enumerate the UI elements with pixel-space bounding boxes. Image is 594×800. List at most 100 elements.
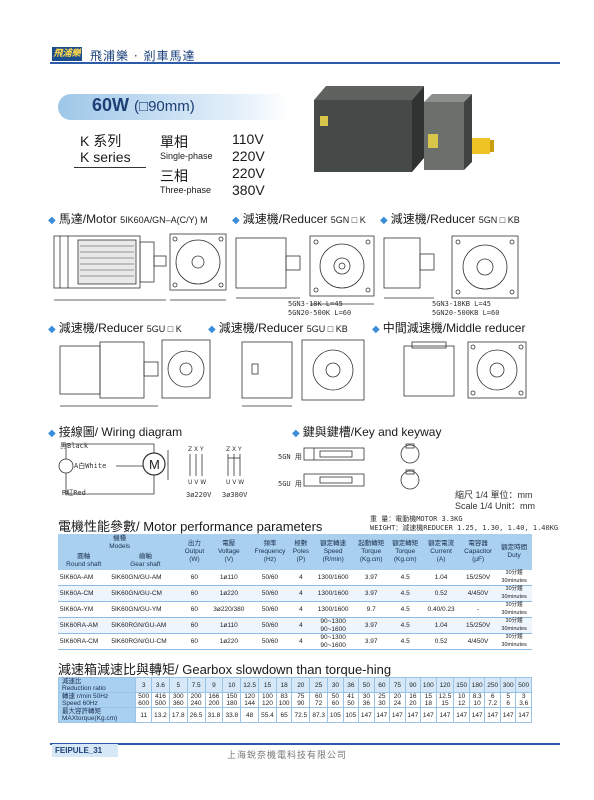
section-motor: ◆馬達/Motor 5IK60A/GN–A(C/Y) M xyxy=(48,212,208,226)
ratio-cell: 15 xyxy=(258,677,277,693)
performance-cell: 3.97 xyxy=(354,633,389,650)
performance-cell: 5IK60GN/GU-CM xyxy=(109,585,182,602)
torque-cell: 147 xyxy=(373,707,391,723)
ratio-cell: 3.6 xyxy=(150,677,170,693)
performance-cell: 0.52 xyxy=(422,633,460,650)
th-gear-shaft: 齒軸 Gear shaft xyxy=(109,552,182,570)
reducer-gu-k-drawing xyxy=(59,339,211,407)
torque-cell: 17.8 xyxy=(168,707,188,723)
performance-cell: 50/60 xyxy=(250,585,290,602)
performance-cell: 1ø220 xyxy=(207,633,251,650)
brand-title: 飛浦樂 · 剎車馬達 xyxy=(90,49,196,63)
kb-length-2: 5GN20-500KB L=60 xyxy=(432,309,500,317)
reducer-gu-kb-drawing xyxy=(241,339,365,407)
model-power: 60W xyxy=(92,95,130,115)
performance-cell: 4 xyxy=(289,585,313,602)
performance-cell: 4.5 xyxy=(388,617,423,634)
torque-cell: 105 xyxy=(342,707,360,723)
performance-cell: 5IK60GN/GU-AM xyxy=(109,570,182,586)
ratio-cell: 25 xyxy=(309,677,329,693)
performance-cell: 30分鐘 30minutes xyxy=(496,585,532,602)
performance-cell: 4.5 xyxy=(388,570,423,586)
performance-cell: 1ø110 xyxy=(207,570,251,586)
section-reducer-gu-k: ◆減速機/Reducer 5GU □ K xyxy=(48,321,182,335)
key-keyway-drawing xyxy=(303,443,420,490)
performance-cell: 5IK60A-AM xyxy=(58,570,110,586)
torque-cell: 87.3 xyxy=(309,707,329,723)
performance-cell: 5IK60RGN/GU-AM xyxy=(109,617,182,634)
th-current: 額定電流 Current (A) xyxy=(422,534,460,570)
model-title: 60W (□90mm) xyxy=(92,95,195,116)
section-middle-reducer: ◆中間減速機/Middle reducer xyxy=(372,321,526,335)
ratio-cell: 18 xyxy=(275,677,293,693)
torque-cell: 147 xyxy=(515,707,532,723)
svg-text:U V W: U V W xyxy=(226,479,244,486)
ratio-cell: 75 xyxy=(389,677,406,693)
ratio-cell: 36 xyxy=(342,677,360,693)
speed-cell: 60 72 xyxy=(309,692,329,708)
key-5gn-label: 5GN 用 xyxy=(278,453,302,461)
kb-length-1: 5GN3-18KB L=45 xyxy=(432,300,492,308)
performance-cell: 60 xyxy=(181,601,208,618)
speed-cell: 83 100 xyxy=(275,692,293,708)
performance-cell: 4/450V xyxy=(459,633,497,650)
performance-cell: 60 xyxy=(181,585,208,602)
scale-note: 縮尺 1/4 單位：mm Scale 1/4 Unit：mm xyxy=(455,490,535,512)
wire-black-label: 黑Black xyxy=(60,442,89,450)
ratio-cell: 50 xyxy=(358,677,375,693)
ratio-cell: 5 xyxy=(168,677,188,693)
performance-table: 機種 Models 出力 Output (W) 電壓 Voltage (V) 頻… xyxy=(58,534,532,650)
performance-cell: 1.04 xyxy=(422,570,460,586)
torque-cell: 147 xyxy=(499,707,517,723)
th-frequency: 頻率 Frequency (Hz) xyxy=(250,534,290,570)
th-voltage: 電壓 Voltage (V) xyxy=(207,534,251,570)
speed-cell: 20 24 xyxy=(389,692,406,708)
performance-cell: 1300/1600 xyxy=(312,585,355,602)
header-rule xyxy=(50,46,560,64)
speed-cell: 500 600 xyxy=(135,692,152,708)
k-length-2: 5GN20-500K L=60 xyxy=(288,309,352,317)
weight-line-1: 重 量：電動機MOTOR 3.3KG xyxy=(370,515,463,523)
footer-rule xyxy=(50,743,560,745)
torque-cell: 65 xyxy=(275,707,293,723)
torque-cell: 147 xyxy=(420,707,437,723)
voltage-110: 110V xyxy=(232,131,264,147)
performance-cell: 4.5 xyxy=(388,585,423,602)
performance-cell: 30分鐘 30minutes xyxy=(496,601,532,618)
performance-cell: 5IK60GN/GU-YM xyxy=(109,601,182,618)
performance-cell: 3.97 xyxy=(354,585,389,602)
torque-cell: 147 xyxy=(435,707,455,723)
ratio-cell: 3 xyxy=(135,677,152,693)
key-5gu-label: 5GU 用 xyxy=(278,480,302,488)
speed-cell: 25 30 xyxy=(373,692,391,708)
phase-single-en: Single-phase xyxy=(160,151,213,161)
performance-cell: 1300/1600 xyxy=(312,601,355,618)
company-name: 上海銳奈機電科技有限公司 xyxy=(227,751,348,761)
series-underline xyxy=(74,167,146,168)
speed-cell: 166 200 xyxy=(204,692,224,708)
torque-cell: 147 xyxy=(453,707,470,723)
ratio-cell: 60 xyxy=(373,677,391,693)
performance-cell: 0.40/0.23 xyxy=(422,601,460,618)
ratio-cell: 300 xyxy=(499,677,517,693)
performance-title: 電機性能參數/ Motor performance parameters xyxy=(58,519,323,534)
voltage-220-single: 220V xyxy=(232,148,265,164)
performance-cell: 15/250V xyxy=(459,570,497,586)
torque-cell: 13.2 xyxy=(150,707,170,723)
torque-cell: 55.4 xyxy=(258,707,277,723)
performance-cell: 4.5 xyxy=(388,601,423,618)
section-reducer-kb: ◆減速機/Reducer 5GN □ KB xyxy=(380,212,520,226)
torque-cell: 72.5 xyxy=(291,707,311,723)
speed-cell: 100 120 xyxy=(258,692,277,708)
th-round-shaft: 圓軸 Round shaft xyxy=(58,552,110,570)
brand-logo: 飛浦樂 xyxy=(52,47,82,61)
performance-cell: 50/60 xyxy=(250,601,290,618)
th-models: 機種 Models xyxy=(58,534,182,552)
model-banner xyxy=(58,94,290,120)
performance-cell: 90~1300 90~1600 xyxy=(312,633,355,650)
performance-cell: - xyxy=(459,601,497,618)
torque-cell: 147 xyxy=(484,707,501,723)
